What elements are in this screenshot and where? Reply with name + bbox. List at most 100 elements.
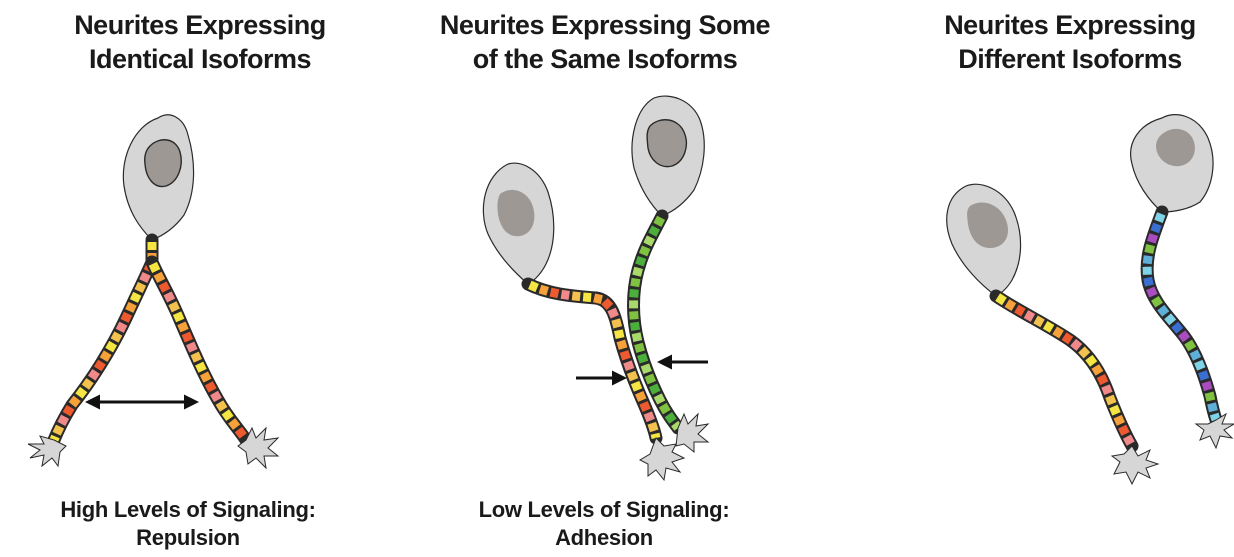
neurite-segment — [61, 417, 65, 424]
neurite-segment — [618, 330, 620, 338]
neurite-segment — [652, 423, 654, 431]
neurite-segment — [631, 372, 634, 379]
panel-2-nucleus-right — [647, 120, 686, 167]
neurite-segment — [199, 364, 202, 371]
neurite-segment — [1055, 330, 1062, 334]
panel-2-caption: Low Levels of Signaling: Adhesion — [404, 496, 804, 552]
neurite-segment — [232, 421, 237, 427]
panel-1-caption-line-2: Repulsion — [0, 524, 388, 552]
neurite-segment — [92, 371, 96, 378]
neurite-segment — [1198, 362, 1201, 369]
neurite-segment — [653, 385, 656, 392]
neurite-segment — [649, 375, 652, 382]
neurite-segment — [79, 390, 84, 396]
neurite-segment — [1212, 403, 1214, 411]
neurite-segment — [1159, 214, 1162, 221]
neurite-segment — [663, 405, 667, 412]
neurite-segment — [104, 353, 108, 360]
neurite-segment — [1175, 325, 1180, 331]
panel-3-neurons — [947, 115, 1234, 484]
neurite-segment — [1188, 342, 1192, 349]
neurite-segment — [635, 279, 636, 287]
neurite-segment — [637, 268, 639, 276]
neurite-segment — [1209, 393, 1211, 401]
neurite-segment — [1045, 325, 1052, 329]
panel-2-caption-line-2: Adhesion — [404, 524, 804, 552]
neurite-segment — [209, 383, 213, 390]
neurite-segment — [644, 403, 647, 410]
neurite-segment — [634, 289, 635, 297]
neurite-segment — [67, 407, 71, 414]
neurite-segment — [115, 333, 119, 340]
neurite-segment — [624, 351, 626, 359]
neurite-segment — [616, 320, 618, 328]
neurite-segment — [238, 430, 243, 436]
neurite-segment — [109, 343, 113, 350]
panel-3-neurite-warm — [996, 296, 1132, 446]
neurite-segment — [1202, 372, 1205, 380]
neurite-segment — [540, 289, 548, 291]
neurite-segment — [1113, 406, 1116, 413]
neurite-segment — [1127, 437, 1131, 444]
neurite-segment — [143, 274, 146, 281]
panel-2-caption-line-1: Low Levels of Signaling: — [404, 496, 804, 524]
neurite-segment — [647, 237, 650, 244]
neurite-segment — [214, 393, 218, 400]
neurite-segment — [635, 383, 638, 390]
neurite-segment — [172, 303, 175, 310]
neurite-segment — [998, 297, 1005, 301]
neurite-segment — [225, 412, 230, 419]
neurite-segment — [120, 324, 124, 331]
neurite-segment — [652, 228, 656, 235]
neurite-segment — [1073, 342, 1079, 347]
panel-1-caption-line-1: High Levels of Signaling: — [0, 496, 388, 524]
neurite-segment — [530, 285, 537, 288]
neurite-segment — [1101, 376, 1104, 383]
neurite-segment — [583, 297, 591, 298]
neurite-segment — [153, 264, 156, 271]
neurite-segment — [668, 415, 673, 422]
neurite-segment — [551, 292, 559, 294]
neurite-segment — [1147, 256, 1148, 264]
neurite-segment — [1081, 349, 1086, 355]
neurite-segment — [190, 343, 193, 350]
neurite-segment — [636, 333, 638, 341]
neurite-segment — [168, 293, 172, 300]
neurite-segment — [85, 381, 90, 388]
neurite-segment — [645, 365, 648, 373]
neurite-segment — [643, 247, 646, 254]
neurite-segment — [1168, 316, 1173, 322]
neurite-segment — [658, 395, 662, 402]
neurite-segment — [163, 284, 167, 291]
neurite-segment — [1155, 224, 1158, 232]
panel-1-nucleus — [145, 140, 181, 187]
neurite-segment — [1182, 333, 1187, 339]
neurite-segment — [57, 427, 60, 434]
neurite-segment — [1016, 309, 1023, 313]
neurite-segment — [561, 294, 569, 295]
neurite-segment — [627, 362, 630, 370]
neurite-segment — [594, 298, 602, 300]
neurite-segment — [641, 355, 643, 363]
neurite-segment — [219, 403, 223, 410]
neurite-segment — [639, 257, 642, 265]
neurite-segment — [129, 304, 132, 311]
neurite-segment — [139, 284, 142, 291]
neurite-segment — [1118, 417, 1121, 424]
neurite-segment — [158, 274, 162, 281]
neurite-segment — [181, 323, 184, 330]
neurite-segment — [177, 313, 180, 320]
neurite-segment — [54, 437, 55, 440]
neurite-segment — [125, 314, 128, 321]
neurite-segment — [1149, 245, 1151, 253]
neurite-segment — [648, 413, 651, 420]
neurite-segment — [186, 333, 189, 340]
neurite-segment — [1036, 319, 1043, 323]
neurite-segment — [195, 354, 198, 361]
neurite-segment — [204, 373, 208, 380]
neurite-segment — [572, 296, 580, 297]
panel-3-neurite-warm-outline — [996, 296, 1132, 446]
neurite-segment — [1151, 235, 1153, 243]
neurite-segment — [1194, 352, 1197, 359]
neurite-segment — [638, 344, 640, 352]
